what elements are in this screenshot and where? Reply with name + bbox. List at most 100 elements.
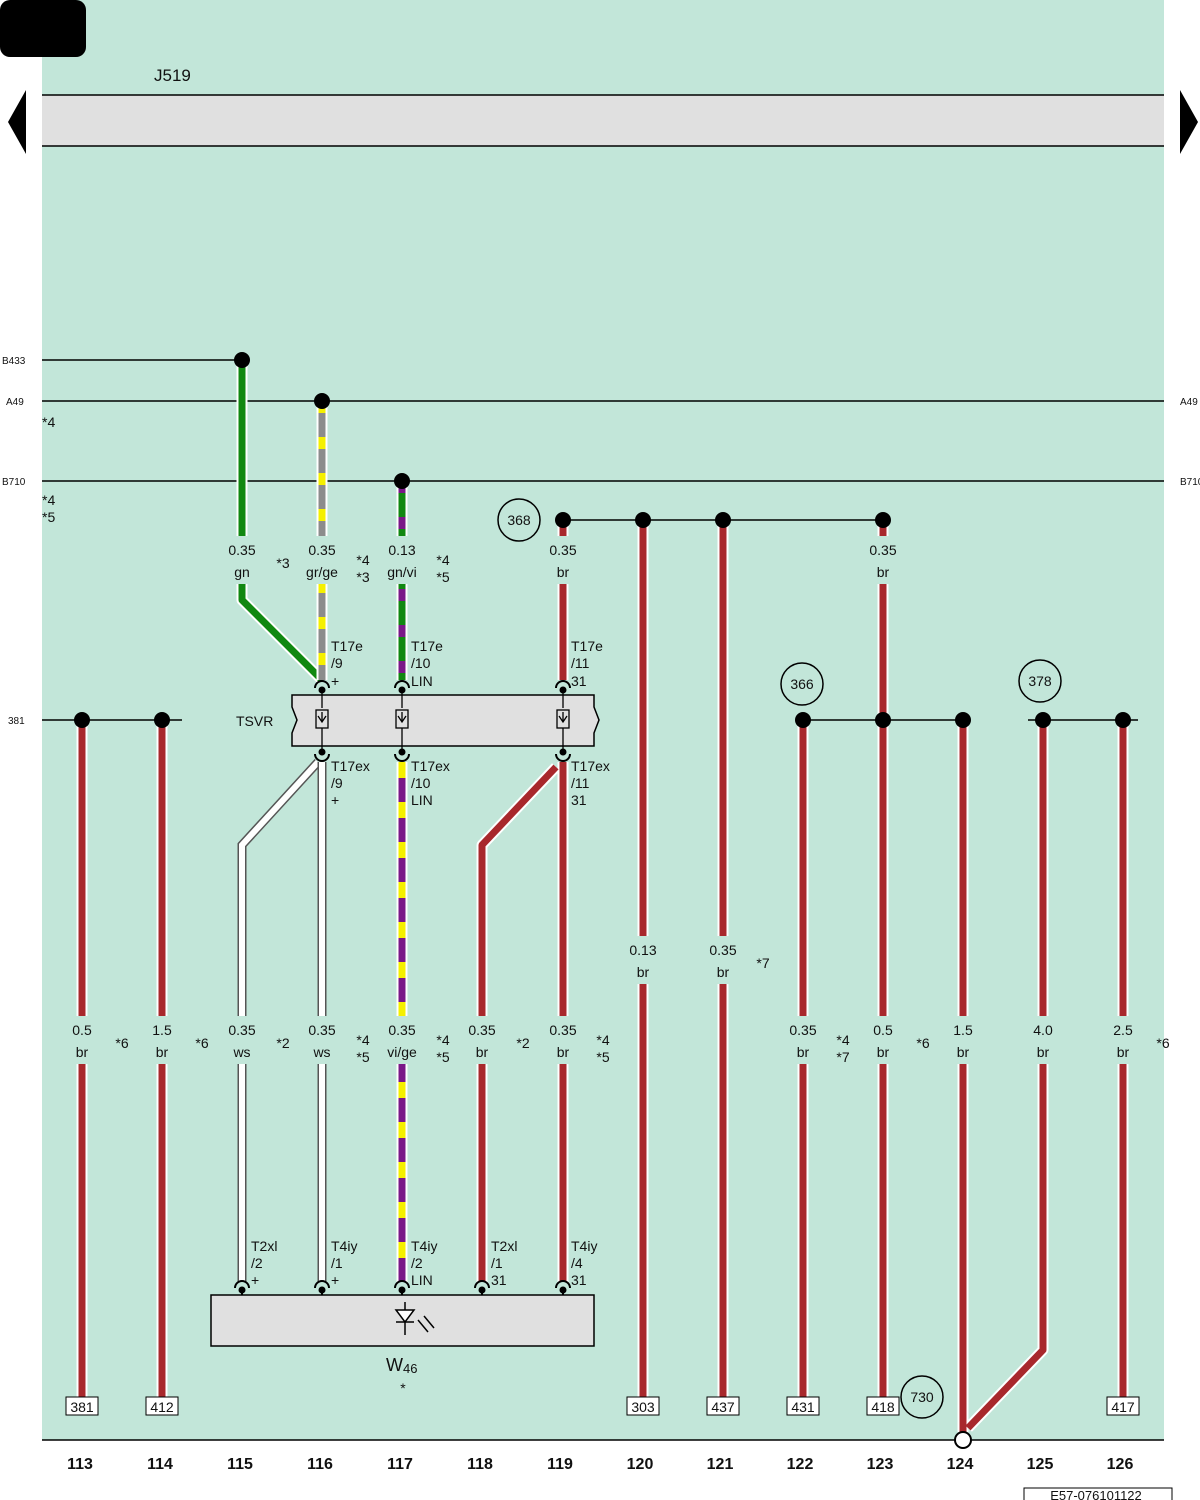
page-tab bbox=[0, 0, 86, 57]
svg-text:/1: /1 bbox=[491, 1255, 503, 1271]
svg-text:br: br bbox=[717, 964, 730, 980]
bus-label-a49: A49 bbox=[6, 397, 24, 408]
svg-text:31: 31 bbox=[491, 1272, 507, 1288]
diagram-background bbox=[42, 0, 1164, 1440]
footer-code-box bbox=[1023, 1487, 1173, 1500]
tsvr-connector-symbols bbox=[314, 680, 571, 762]
svg-text:*7: *7 bbox=[836, 1049, 849, 1065]
svg-text:*5: *5 bbox=[596, 1049, 609, 1065]
prev-page-arrow-icon[interactable] bbox=[8, 90, 26, 154]
mid-wire-labels: 0.13 br 0.35 br *7 bbox=[623, 936, 770, 984]
svg-text:br: br bbox=[557, 564, 570, 580]
svg-text:126: 126 bbox=[1107, 1456, 1134, 1473]
column-numbers: 113 114 115 116 117 118 119 120 121 122 … bbox=[67, 1456, 1133, 1473]
svg-text:*3: *3 bbox=[356, 569, 369, 585]
footer-code: E57-076101122 bbox=[1050, 1488, 1142, 1500]
bus-label-b433: B433 bbox=[2, 356, 26, 367]
svg-text:ws: ws bbox=[312, 1044, 330, 1060]
svg-text:br: br bbox=[877, 1044, 890, 1060]
svg-text:*3: *3 bbox=[276, 555, 289, 571]
svg-text:br: br bbox=[476, 1044, 489, 1060]
svg-text:/11: /11 bbox=[571, 655, 590, 671]
svg-text:*5: *5 bbox=[356, 1049, 369, 1065]
svg-text:/2: /2 bbox=[251, 1255, 263, 1271]
svg-text:*6: *6 bbox=[115, 1035, 128, 1051]
svg-text:0.35: 0.35 bbox=[388, 1022, 415, 1038]
svg-text:br: br bbox=[1117, 1044, 1130, 1060]
svg-text:gn: gn bbox=[234, 564, 250, 580]
svg-text:*4: *4 bbox=[836, 1032, 849, 1048]
svg-text:122: 122 bbox=[787, 1456, 814, 1473]
svg-text:31: 31 bbox=[571, 792, 587, 808]
w46-note: * bbox=[400, 1380, 406, 1396]
svg-text:/2: /2 bbox=[411, 1255, 423, 1271]
svg-text:T2xl: T2xl bbox=[491, 1238, 517, 1254]
svg-text:0.35: 0.35 bbox=[869, 542, 896, 558]
lower-wire-labels: 0.5 br *6 1.5 br *6 0.35 ws *2 0.35 ws *… bbox=[62, 1016, 1170, 1065]
svg-text:*7: *7 bbox=[756, 955, 769, 971]
svg-text:LIN: LIN bbox=[411, 792, 433, 808]
svg-text:0.35: 0.35 bbox=[789, 1022, 816, 1038]
svg-text:117: 117 bbox=[387, 1456, 413, 1473]
wire-green-115 bbox=[236, 360, 326, 684]
svg-text:1.5: 1.5 bbox=[152, 1022, 172, 1038]
svg-text:118: 118 bbox=[467, 1456, 493, 1473]
w46-connector-symbols bbox=[234, 1280, 571, 1295]
svg-text:gn/vi: gn/vi bbox=[387, 564, 417, 580]
svg-text:/10: /10 bbox=[411, 655, 431, 671]
connector-labels-w46: T2xl /2 + T4iy /1 + T4iy /2 LIN T2xl /1 … bbox=[251, 1238, 597, 1288]
svg-text:2.5: 2.5 bbox=[1113, 1022, 1133, 1038]
svg-text:0.35: 0.35 bbox=[468, 1022, 495, 1038]
svg-text:*2: *2 bbox=[276, 1035, 289, 1051]
junction-dots bbox=[74, 352, 1131, 728]
next-page-arrow-icon[interactable] bbox=[1180, 90, 1198, 154]
svg-text:ws: ws bbox=[232, 1044, 250, 1060]
svg-text:730: 730 bbox=[910, 1389, 934, 1405]
svg-text:303: 303 bbox=[631, 1399, 655, 1415]
svg-text:+: + bbox=[331, 1272, 339, 1288]
svg-text:T17e: T17e bbox=[331, 638, 363, 654]
connector-labels-tsvr-top: T17e /9 + T17e /10 LIN T17e /11 31 bbox=[331, 638, 603, 689]
svg-text:gr/ge: gr/ge bbox=[306, 564, 338, 580]
svg-text:br: br bbox=[797, 1044, 810, 1060]
svg-text:31: 31 bbox=[571, 1272, 587, 1288]
svg-text:br: br bbox=[1037, 1044, 1050, 1060]
svg-text:*2: *2 bbox=[516, 1035, 529, 1051]
j519-bar bbox=[42, 95, 1164, 146]
svg-text:*5: *5 bbox=[436, 1049, 449, 1065]
svg-text:/10: /10 bbox=[411, 775, 431, 791]
bus-lines bbox=[42, 359, 1164, 1441]
svg-text:0.13: 0.13 bbox=[629, 942, 656, 958]
svg-text:T17e: T17e bbox=[411, 638, 443, 654]
bus-label-a49-right: A49 bbox=[1180, 397, 1198, 408]
svg-text:br: br bbox=[957, 1044, 970, 1060]
svg-text:113: 113 bbox=[67, 1456, 93, 1473]
svg-text:*6: *6 bbox=[1156, 1035, 1169, 1051]
svg-text:0.35: 0.35 bbox=[308, 542, 335, 558]
svg-text:0.5: 0.5 bbox=[873, 1022, 893, 1038]
svg-text:123: 123 bbox=[867, 1456, 894, 1473]
svg-text:0.5: 0.5 bbox=[72, 1022, 92, 1038]
component-j519-label: J519 bbox=[154, 66, 191, 85]
svg-text:T2xl: T2xl bbox=[251, 1238, 277, 1254]
svg-text:*4: *4 bbox=[596, 1032, 609, 1048]
svg-text:368: 368 bbox=[507, 512, 531, 528]
svg-text:119: 119 bbox=[547, 1456, 573, 1473]
svg-text:366: 366 bbox=[790, 676, 814, 692]
bus-label-b710: B710 bbox=[2, 477, 26, 488]
circled-refs: 368 366 378 730 bbox=[497, 498, 1062, 1419]
svg-text:*4: *4 bbox=[356, 552, 369, 568]
svg-text:vi/ge: vi/ge bbox=[387, 1044, 417, 1060]
svg-text:br: br bbox=[877, 564, 890, 580]
wire-white-115 bbox=[237, 758, 322, 1282]
svg-text:LIN: LIN bbox=[411, 673, 433, 689]
ref-boxes: 381 412 303 437 431 418 417 bbox=[65, 1396, 1140, 1416]
svg-text:LIN: LIN bbox=[411, 1272, 433, 1288]
svg-text:*4: *4 bbox=[356, 1032, 369, 1048]
w46-label: W46 bbox=[386, 1355, 417, 1376]
svg-text:0.35: 0.35 bbox=[308, 1022, 335, 1038]
svg-text:/4: /4 bbox=[571, 1255, 583, 1271]
svg-text:/9: /9 bbox=[331, 655, 343, 671]
svg-text:381: 381 bbox=[70, 1399, 94, 1415]
